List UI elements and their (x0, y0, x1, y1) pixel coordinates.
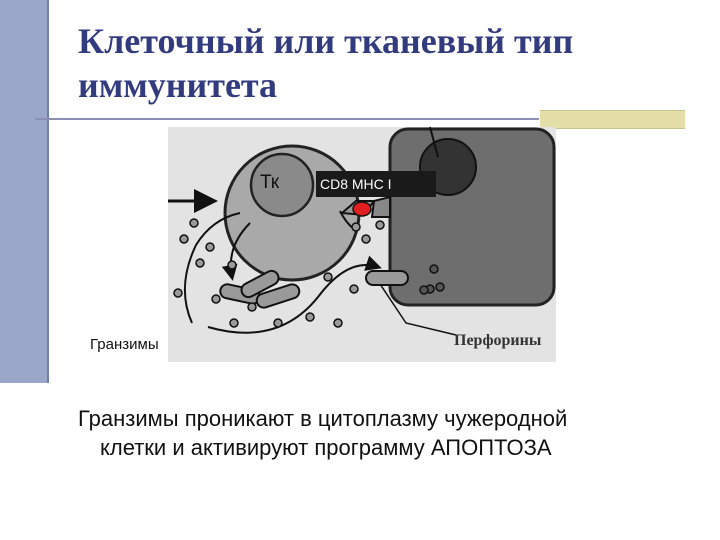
receptor-label: CD8 MHC I (320, 176, 392, 192)
receptor-label-box (316, 171, 436, 197)
left-accent-bar (0, 0, 47, 383)
granzymes-label: Гранзимы (90, 336, 159, 353)
granzyme-dot (361, 234, 371, 244)
granzyme-path-curve (183, 212, 241, 324)
left-accent-bar-edge (47, 0, 49, 383)
caption-line-2: клетки и активируют программу АПОПТОЗА (100, 434, 552, 460)
slide-title: Клеточный или тканевый тип иммунитета (78, 20, 698, 108)
receptor-dot (352, 201, 372, 217)
granzyme-dot (375, 220, 385, 230)
title-accent-block (540, 110, 685, 129)
title-underline (35, 118, 539, 120)
target-dot (419, 285, 429, 295)
granzyme-dots (173, 218, 385, 328)
granzyme-dot (333, 318, 343, 328)
perforin-pointer-line (377, 280, 457, 336)
perforins-label: Перфорины (454, 332, 542, 349)
perforin-delivery-arrow (207, 255, 382, 334)
target-dot (429, 264, 439, 274)
granule-cylinders (219, 269, 409, 309)
granzyme-dot (205, 242, 215, 252)
granule-cylinder (255, 283, 301, 309)
receptor-mhc (370, 195, 391, 218)
target-dot (435, 282, 445, 292)
granzyme-dot (247, 302, 257, 312)
granzyme-dot (179, 234, 189, 244)
granule-cylinder (240, 269, 280, 299)
granzyme-dot (195, 258, 205, 268)
target-cell-dots (419, 264, 445, 295)
cytotoxic-diagram-svg: Тк CD8 MHC I (90, 126, 556, 362)
granzyme-dot (323, 272, 333, 282)
caption-line-1: Гранзимы проникают в цитоплазму чужеродн… (78, 406, 568, 431)
perforin-pore-cylinder (365, 270, 409, 286)
granzyme-dot (229, 318, 239, 328)
slide-title-line-1: Клеточный или тканевый тип (78, 21, 574, 61)
tk-label: Тк (260, 172, 280, 193)
granzyme-dot (189, 218, 199, 228)
granzyme-dot (305, 312, 315, 322)
slide-caption: Гранзимы проникают в цитоплазму чужеродн… (78, 405, 678, 462)
granzyme-dot (211, 294, 221, 304)
granzyme-dot (173, 288, 183, 298)
granzyme-dot (349, 284, 359, 294)
cytotoxic-diagram: Тк CD8 MHC I (90, 126, 556, 362)
slide-title-line-2: иммунитета (78, 64, 278, 105)
granzyme-dot (351, 222, 361, 232)
granzyme-dot (273, 318, 283, 328)
granule-release-arrow (221, 222, 251, 281)
granzyme-dot (227, 260, 237, 270)
nucleus-pointer-line (429, 126, 439, 158)
t-killer-nucleus (249, 152, 315, 218)
